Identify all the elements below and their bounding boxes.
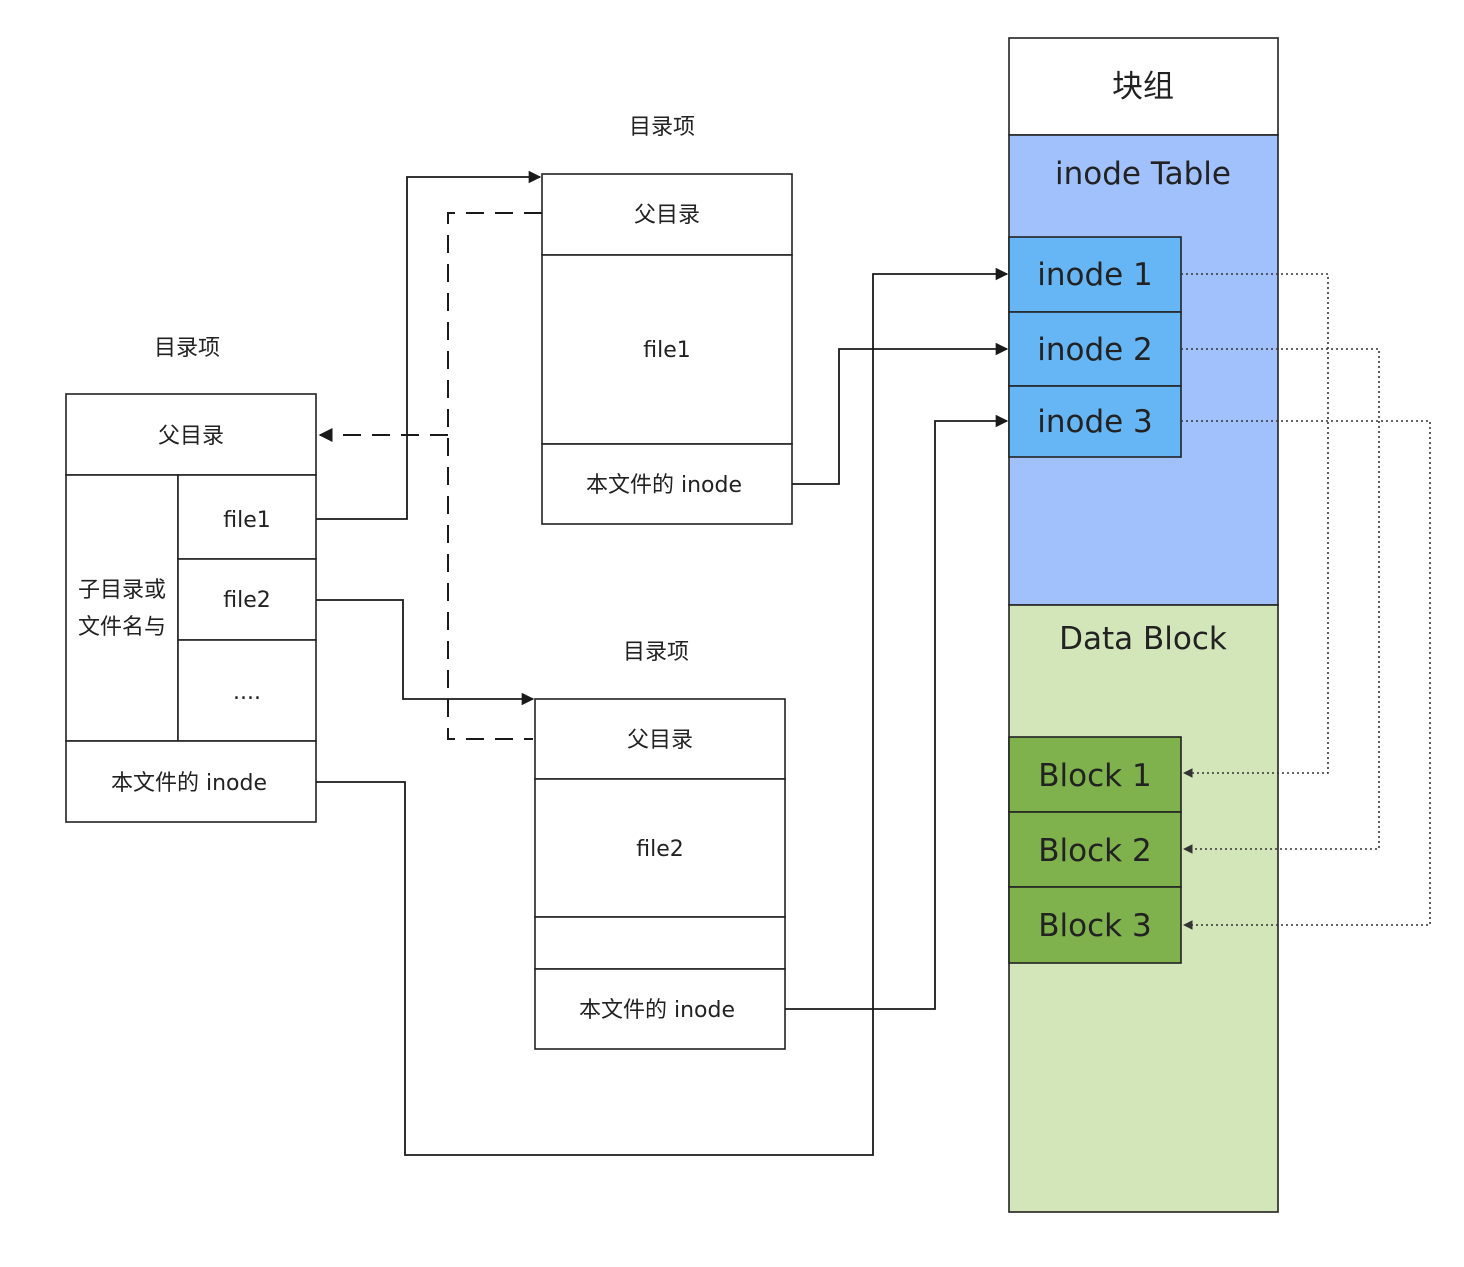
left-directory-entry: 目录项 父目录 子目录或 文件名与 file1 file2 .... 本文件的 …	[65, 336, 317, 823]
file1-parent-label: 父目录	[634, 203, 700, 228]
file2-parent-label: 父目录	[627, 728, 693, 753]
left-file1-cell	[177, 474, 317, 560]
file2-directory-entry: 目录项 父目录 file2 本文件的 inode	[534, 640, 786, 1050]
left-dir-header: 目录项	[154, 336, 220, 361]
dotted-inode2-to-block2	[1181, 348, 1380, 854]
block-3-cell	[1008, 886, 1182, 964]
arrow-file2-to-entry	[316, 599, 535, 706]
inode-1-label: inode 1	[1037, 257, 1153, 293]
file2-name-cell	[534, 778, 786, 918]
block-2-cell	[1008, 811, 1182, 888]
dotted-inode1-to-block1	[1181, 273, 1329, 778]
inode-3-label: inode 3	[1037, 404, 1153, 440]
file1-dir-header: 目录项	[629, 115, 695, 140]
dotted-inode3-to-block3	[1181, 420, 1431, 930]
arrow-file2-inode-to-inode3	[785, 414, 1009, 1010]
file2-empty-cell	[534, 916, 786, 970]
file2-dir-header: 目录项	[623, 640, 689, 665]
left-side-label-line1: 子目录或	[78, 578, 166, 603]
file1-own-inode-label: 本文件的 inode	[586, 473, 742, 498]
arrow-file1-to-entry	[316, 170, 542, 520]
left-file1-label: file1	[223, 508, 271, 533]
left-side-label-cell	[65, 474, 179, 742]
block-2-label: Block 2	[1038, 833, 1151, 869]
file2-own-inode-label: 本文件的 inode	[579, 998, 735, 1023]
file2-name-label: file2	[636, 837, 684, 862]
left-own-inode-cell	[65, 740, 317, 823]
left-parent-cell	[65, 393, 317, 476]
left-file2-cell	[177, 558, 317, 641]
left-parent-label: 父目录	[158, 424, 224, 449]
block-1-cell	[1008, 736, 1182, 813]
left-own-inode-label: 本文件的 inode	[111, 771, 267, 796]
left-more-cell	[177, 639, 317, 742]
dashed-parent-link	[447, 212, 542, 740]
left-more-label: ....	[233, 680, 261, 705]
inode-1-cell	[1008, 236, 1182, 313]
arrow-left-inode-to-inode1	[316, 267, 1009, 1156]
data-block-label: Data Block	[1059, 621, 1227, 657]
block-group-title: 块组	[1112, 69, 1174, 105]
block-group: 块组 inode Table inode 1 inode 2 inode 3 D…	[1008, 37, 1279, 1213]
inode-3-cell	[1008, 385, 1182, 458]
left-file2-label: file2	[223, 588, 271, 613]
left-side-label-line2: 文件名与	[78, 615, 166, 640]
block-3-label: Block 3	[1038, 908, 1151, 944]
file1-name-label: file1	[643, 338, 691, 363]
file1-directory-entry: 目录项 父目录 file1 本文件的 inode	[541, 115, 793, 525]
block-1-label: Block 1	[1038, 758, 1151, 794]
inode-2-label: inode 2	[1037, 332, 1153, 368]
block-group-title-cell	[1008, 37, 1279, 136]
file1-parent-cell	[541, 173, 793, 256]
arrow-file1-inode-to-inode2	[792, 342, 1009, 485]
file1-own-inode-cell	[541, 443, 793, 525]
inode-table-label: inode Table	[1055, 156, 1231, 192]
